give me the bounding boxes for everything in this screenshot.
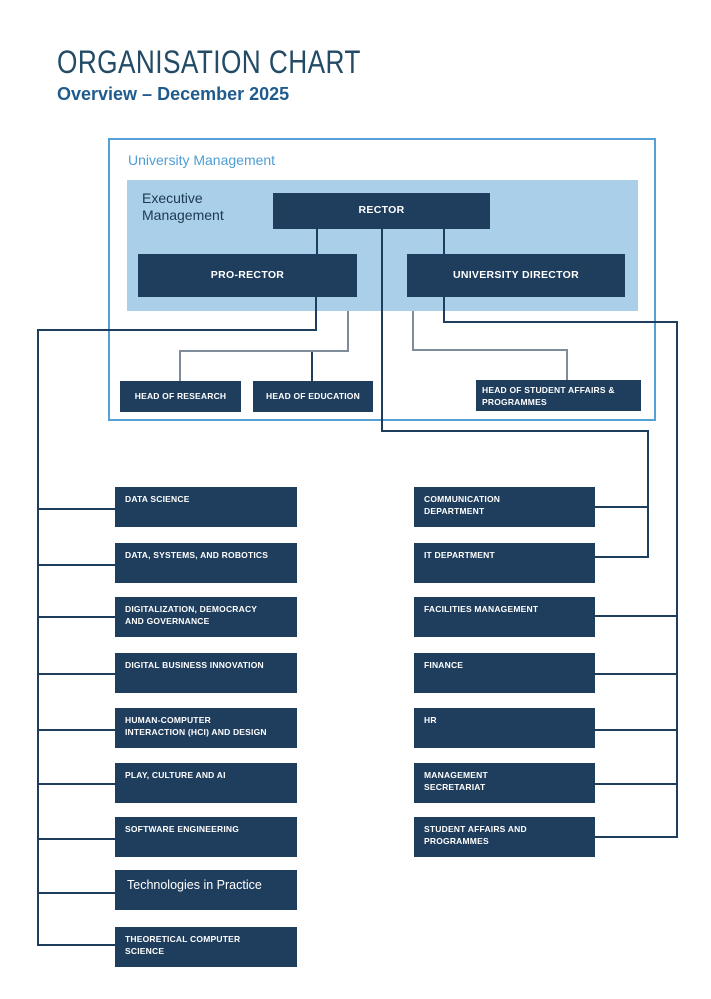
org-node-hr: HR bbox=[414, 708, 595, 748]
org-node-facilities-management: FACILITIES MANAGEMENT bbox=[414, 597, 595, 637]
university-management-label: University Management bbox=[128, 152, 276, 168]
org-node-technologies-in-practice: Technologies in Practice bbox=[115, 870, 297, 910]
org-node-software-engineering: SOFTWARE ENGINEERING bbox=[115, 817, 297, 857]
page-title: ORGANISATION CHART bbox=[57, 44, 361, 80]
org-node-head-of-student-affairs: HEAD OF STUDENT AFFAIRS & PROGRAMMES bbox=[476, 380, 641, 411]
org-node-data-systems-robotics: DATA, SYSTEMS, AND ROBOTICS bbox=[115, 543, 297, 583]
org-node-hci-design: HUMAN-COMPUTER INTERACTION (HCI) AND DES… bbox=[115, 708, 297, 748]
org-node-head-of-research: HEAD OF RESEARCH bbox=[120, 381, 241, 412]
org-node-data-science: DATA SCIENCE bbox=[115, 487, 297, 527]
org-node-pro-rector: PRO-RECTOR bbox=[138, 254, 357, 297]
org-node-head-of-education: HEAD OF EDUCATION bbox=[253, 381, 373, 412]
org-node-management-secretariat: MANAGEMENT SECRETARIAT bbox=[414, 763, 595, 803]
org-node-digitalization-democracy-governance: DIGITALIZATION, DEMOCRACY AND GOVERNANCE bbox=[115, 597, 297, 637]
org-node-rector: RECTOR bbox=[273, 193, 490, 229]
org-node-university-director: UNIVERSITY DIRECTOR bbox=[407, 254, 625, 297]
page-subtitle: Overview – December 2025 bbox=[57, 84, 290, 104]
org-node-theoretical-computer-science: THEORETICAL COMPUTER SCIENCE bbox=[115, 927, 297, 967]
org-node-it-department: IT DEPARTMENT bbox=[414, 543, 595, 583]
org-node-play-culture-ai: PLAY, CULTURE AND AI bbox=[115, 763, 297, 803]
org-node-digital-business-innovation: DIGITAL BUSINESS INNOVATION bbox=[115, 653, 297, 693]
org-node-student-affairs-programmes: STUDENT AFFAIRS AND PROGRAMMES bbox=[414, 817, 595, 857]
org-node-finance: FINANCE bbox=[414, 653, 595, 693]
org-node-communication-department: COMMUNICATION DEPARTMENT bbox=[414, 487, 595, 527]
executive-management-label: Executive Management bbox=[142, 190, 224, 223]
